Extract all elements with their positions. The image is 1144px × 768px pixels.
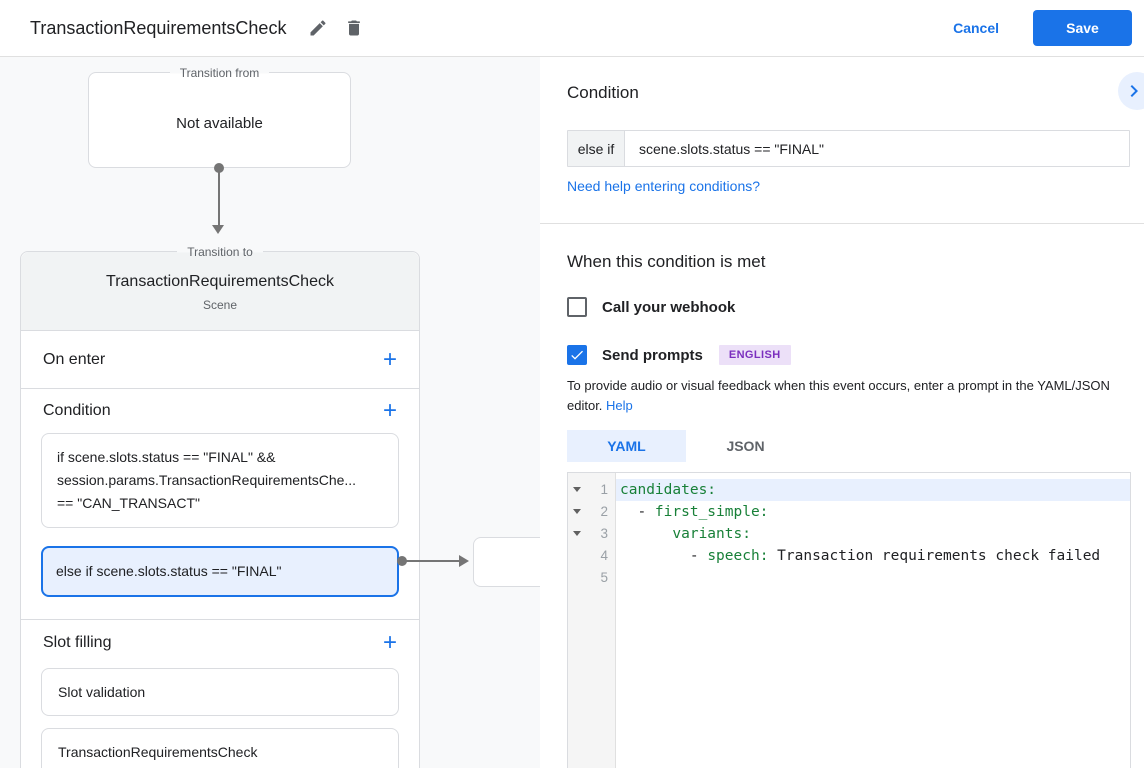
pencil-icon (310, 20, 326, 36)
transition-from-legend: Transition from (89, 64, 350, 82)
add-on-enter-button[interactable]: + (382, 345, 397, 373)
connector-dot (397, 556, 407, 566)
transition-from-node[interactable]: Transition from Not available (88, 65, 351, 168)
condition-prefix-label: else if (568, 131, 625, 166)
condition-section: Condition + if scene.slots.status == "FI… (21, 389, 419, 620)
connector-line-vertical (218, 169, 220, 225)
condition-box-list: if scene.slots.status == "FINAL" &&sessi… (21, 433, 419, 597)
scene-card-title: TransactionRequirementsCheck (106, 273, 334, 290)
cancel-button[interactable]: Cancel (953, 20, 999, 36)
add-condition-button[interactable]: + (382, 397, 397, 424)
gutter-row: 2 (568, 501, 615, 523)
send-prompts-checkbox-row[interactable]: Send prompts ENGLISH (567, 345, 791, 365)
fold-arrow-icon[interactable] (573, 531, 581, 536)
top-bar: TransactionRequirementsCheck Cancel Save (0, 0, 1144, 57)
condition-help-link[interactable]: Need help entering conditions? (567, 178, 761, 194)
code-line[interactable]: - first_simple: (620, 504, 769, 520)
line-number: 2 (600, 504, 608, 519)
tab-yaml[interactable]: YAML (567, 430, 686, 462)
help-link[interactable]: Help (606, 398, 633, 413)
webhook-checkbox[interactable] (567, 297, 587, 317)
condition-expression-input[interactable]: scene.slots.status == "FINAL" (625, 131, 1129, 166)
line-number: 1 (600, 482, 608, 497)
code-line[interactable]: variants: (672, 526, 751, 542)
line-number: 3 (600, 526, 608, 541)
check-icon (571, 350, 583, 360)
transition-from-content: Not available (176, 115, 263, 132)
send-prompts-label: Send prompts (602, 346, 703, 364)
slot-filling-label: Slot filling (43, 634, 112, 651)
page-title: TransactionRequirementsCheck (30, 17, 287, 38)
tab-json[interactable]: JSON (686, 430, 805, 462)
arrow-right-icon (459, 555, 469, 567)
edit-title-button[interactable] (300, 10, 336, 46)
gutter-row: 1 (568, 479, 615, 501)
connector-line-horizontal (404, 560, 460, 562)
code-line[interactable]: candidates: (616, 479, 1130, 501)
gutter-row: 3 (568, 523, 615, 545)
slot-box[interactable]: TransactionRequirementsCheck (41, 728, 399, 768)
delete-scene-button[interactable] (336, 10, 372, 46)
trash-icon (348, 20, 361, 36)
on-enter-label: On enter (43, 350, 106, 368)
scene-card-header[interactable]: TransactionRequirementsCheck Scene (21, 252, 419, 331)
prompt-description: To provide audio or visual feedback when… (567, 376, 1127, 416)
send-prompts-checkbox[interactable] (567, 345, 587, 365)
webhook-label: Call your webhook (602, 298, 736, 316)
save-button[interactable]: Save (1033, 10, 1132, 46)
fold-arrow-icon[interactable] (573, 509, 581, 514)
collapse-panel-button[interactable] (1118, 72, 1144, 110)
line-number: 5 (600, 570, 608, 585)
prompt-description-text: To provide audio or visual feedback when… (567, 378, 1110, 413)
slot-box[interactable]: Slot validation (41, 668, 399, 716)
when-condition-heading: When this condition is met (567, 252, 766, 271)
editor-code-area[interactable]: candidates: - first_simple: variants: - … (616, 473, 1130, 768)
language-badge: ENGLISH (718, 345, 791, 365)
connector-dot (214, 163, 224, 173)
scene-flow-canvas: Transition from Not available Transition… (0, 57, 540, 768)
condition-input-group: else if scene.slots.status == "FINAL" (567, 130, 1130, 167)
panel-divider (540, 223, 1144, 224)
line-number: 4 (600, 548, 608, 563)
code-line[interactable] (616, 567, 1130, 589)
condition-box[interactable]: if scene.slots.status == "FINAL" &&sessi… (41, 433, 399, 528)
add-slot-button[interactable]: + (382, 629, 397, 656)
code-line[interactable]: - speech: Transaction requirements check… (620, 548, 1101, 564)
slot-filling-section-head: Slot filling + (21, 620, 419, 666)
condition-section-label: Condition (43, 402, 111, 419)
yaml-editor: 1 2 3 4 5 candidates: - first_simple: varian… (567, 472, 1131, 768)
call-webhook-checkbox-row[interactable]: Call your webhook (567, 297, 735, 317)
transition-target-node[interactable] (473, 537, 540, 587)
condition-box-selected[interactable]: else if scene.slots.status == "FINAL" (41, 546, 399, 597)
editor-gutter: 1 2 3 4 5 (568, 473, 616, 768)
panel-title: Condition (567, 83, 639, 102)
scene-card-subtitle: Scene (202, 298, 238, 312)
gutter-row: 4 (568, 545, 615, 567)
on-enter-row: On enter + (21, 331, 419, 389)
arrow-down-icon (212, 225, 224, 234)
transition-to-card: Transition to TransactionRequirementsChe… (20, 244, 420, 768)
condition-detail-panel: Condition else if scene.slots.status == … (540, 57, 1144, 768)
chevron-right-icon (1130, 85, 1138, 97)
gutter-row: 5 (568, 567, 615, 589)
condition-section-head: Condition + (21, 389, 419, 433)
fold-arrow-icon[interactable] (573, 487, 581, 492)
